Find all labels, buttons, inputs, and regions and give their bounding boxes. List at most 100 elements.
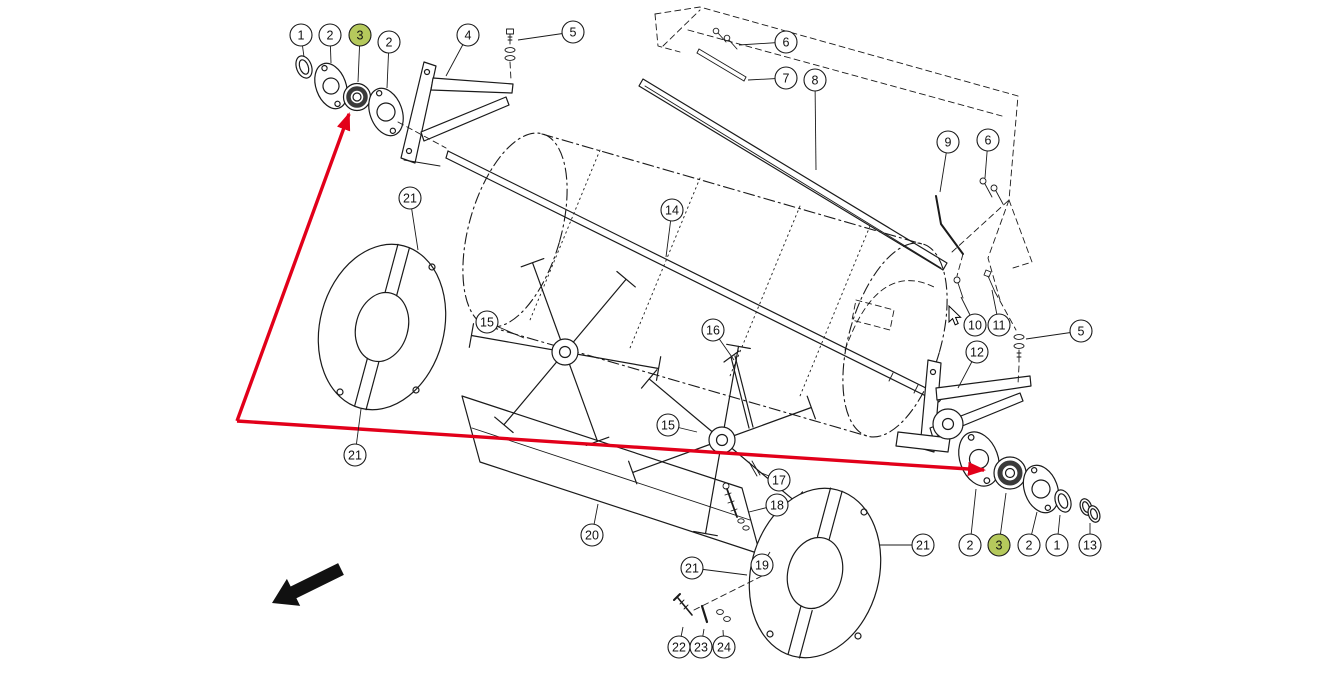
callout-10[interactable]: 10	[960, 296, 987, 337]
callout-3-highlighted[interactable]: 3	[987, 492, 1011, 557]
callout-6[interactable]: 6	[976, 128, 1000, 179]
spoke-arm-16	[723, 350, 754, 429]
machine-drawing	[295, 6, 1101, 659]
callout-15[interactable]: 15	[656, 413, 698, 437]
callout-1[interactable]: 1	[289, 23, 313, 58]
callout-circle[interactable]	[765, 493, 789, 517]
callout-label: 15	[480, 315, 494, 329]
callout-label: 4	[465, 28, 472, 42]
callout-19[interactable]: 19	[750, 551, 774, 577]
callout-circle[interactable]	[976, 128, 1000, 152]
callout-circle[interactable]	[803, 68, 827, 92]
callout-circle[interactable]	[958, 533, 982, 557]
callout-9[interactable]: 9	[936, 130, 960, 193]
callout-7[interactable]: 7	[747, 66, 798, 90]
callout-2[interactable]: 2	[1017, 511, 1041, 557]
callout-2[interactable]: 2	[958, 488, 982, 557]
callout-circle[interactable]	[318, 23, 342, 47]
callout-4[interactable]: 4	[445, 23, 480, 77]
callout-label: 15	[661, 418, 675, 432]
callout-14[interactable]: 14	[660, 198, 684, 258]
callout-1[interactable]: 1	[1045, 514, 1069, 557]
callout-22[interactable]: 22	[667, 626, 691, 659]
callout-12[interactable]: 12	[957, 340, 989, 389]
callout-circle[interactable]	[712, 635, 736, 659]
callout-circle[interactable]	[911, 533, 935, 557]
callout-label: 21	[403, 191, 417, 205]
callout-circle[interactable]	[750, 553, 774, 577]
callout-circle[interactable]	[561, 20, 585, 44]
bearing-3-right	[993, 456, 1027, 490]
direction-arrow	[272, 563, 344, 606]
callout-6[interactable]: 6	[738, 30, 798, 54]
callout-circle[interactable]	[987, 313, 1011, 337]
split-disc-19-21-lower	[748, 487, 882, 659]
callout-16[interactable]: 16	[701, 318, 735, 361]
callout-label: 5	[570, 25, 577, 39]
callout-circle[interactable]	[1017, 533, 1041, 557]
callout-circle[interactable]	[343, 443, 367, 467]
callout-21[interactable]: 21	[343, 408, 367, 467]
callout-label: 2	[1026, 538, 1033, 552]
callout-2[interactable]: 2	[318, 23, 342, 64]
callout-circle[interactable]	[580, 523, 604, 547]
callout-circle[interactable]	[1078, 533, 1102, 557]
screws-6-right	[979, 177, 1004, 205]
direction-arrow-layer	[272, 563, 344, 606]
callout-circle[interactable]	[289, 23, 313, 47]
callout-20[interactable]: 20	[580, 503, 604, 547]
housing-frame	[654, 6, 1019, 301]
spider-wheel-15-a	[468, 258, 662, 446]
callout-circle[interactable]	[965, 340, 989, 364]
callout-5[interactable]: 5	[517, 20, 585, 44]
callout-circle[interactable]	[1045, 533, 1069, 557]
callout-circle[interactable]	[767, 468, 791, 492]
callout-circle[interactable]	[475, 310, 499, 334]
bearing-3-left	[342, 82, 372, 112]
callout-label: 3	[357, 28, 364, 42]
flange-2-left-b	[368, 87, 404, 137]
callout-circle[interactable]	[774, 66, 798, 90]
callout-label: 3	[996, 538, 1003, 552]
callout-circle[interactable]	[656, 413, 680, 437]
callout-label: 12	[970, 345, 984, 359]
callout-circle[interactable]	[398, 186, 422, 210]
callout-label: 13	[1083, 538, 1097, 552]
callout-18[interactable]: 18	[748, 493, 789, 517]
callout-17[interactable]: 17	[758, 468, 791, 492]
callout-circle[interactable]	[680, 556, 704, 580]
callout-21[interactable]: 21	[398, 186, 422, 251]
callout-21[interactable]: 21	[880, 533, 935, 557]
fastener-stack-5-top	[504, 28, 516, 81]
callout-24[interactable]: 24	[712, 629, 736, 659]
callout-11[interactable]: 11	[987, 289, 1011, 337]
callout-label: 6	[985, 133, 992, 147]
callout-circle[interactable]	[936, 130, 960, 154]
ring-1-left	[295, 55, 313, 79]
callout-2[interactable]: 2	[377, 30, 401, 89]
callout-label: 7	[783, 71, 790, 85]
callout-21[interactable]: 21	[680, 556, 748, 580]
drum-surface-lines	[529, 149, 871, 397]
callout-circle[interactable]	[689, 635, 713, 659]
callout-3-highlighted[interactable]: 3	[348, 23, 372, 83]
callout-circle[interactable]	[377, 30, 401, 54]
callout-label: 21	[348, 448, 362, 462]
callout-23[interactable]: 23	[689, 628, 713, 659]
callout-15[interactable]: 15	[475, 310, 525, 339]
callout-circle-highlighted[interactable]	[987, 533, 1011, 557]
callout-5[interactable]: 5	[1025, 319, 1093, 343]
drum	[462, 132, 948, 438]
callout-circle[interactable]	[963, 313, 987, 337]
callout-circle[interactable]	[1069, 319, 1093, 343]
callout-circle-highlighted[interactable]	[348, 23, 372, 47]
callout-circle[interactable]	[774, 30, 798, 54]
callout-13[interactable]: 13	[1078, 523, 1102, 557]
callout-circle[interactable]	[456, 23, 480, 47]
callout-circle[interactable]	[660, 198, 684, 222]
callout-label: 2	[386, 35, 393, 49]
assembly-links	[844, 199, 1033, 351]
callout-circle[interactable]	[701, 318, 725, 342]
callout-8[interactable]: 8	[803, 68, 827, 171]
